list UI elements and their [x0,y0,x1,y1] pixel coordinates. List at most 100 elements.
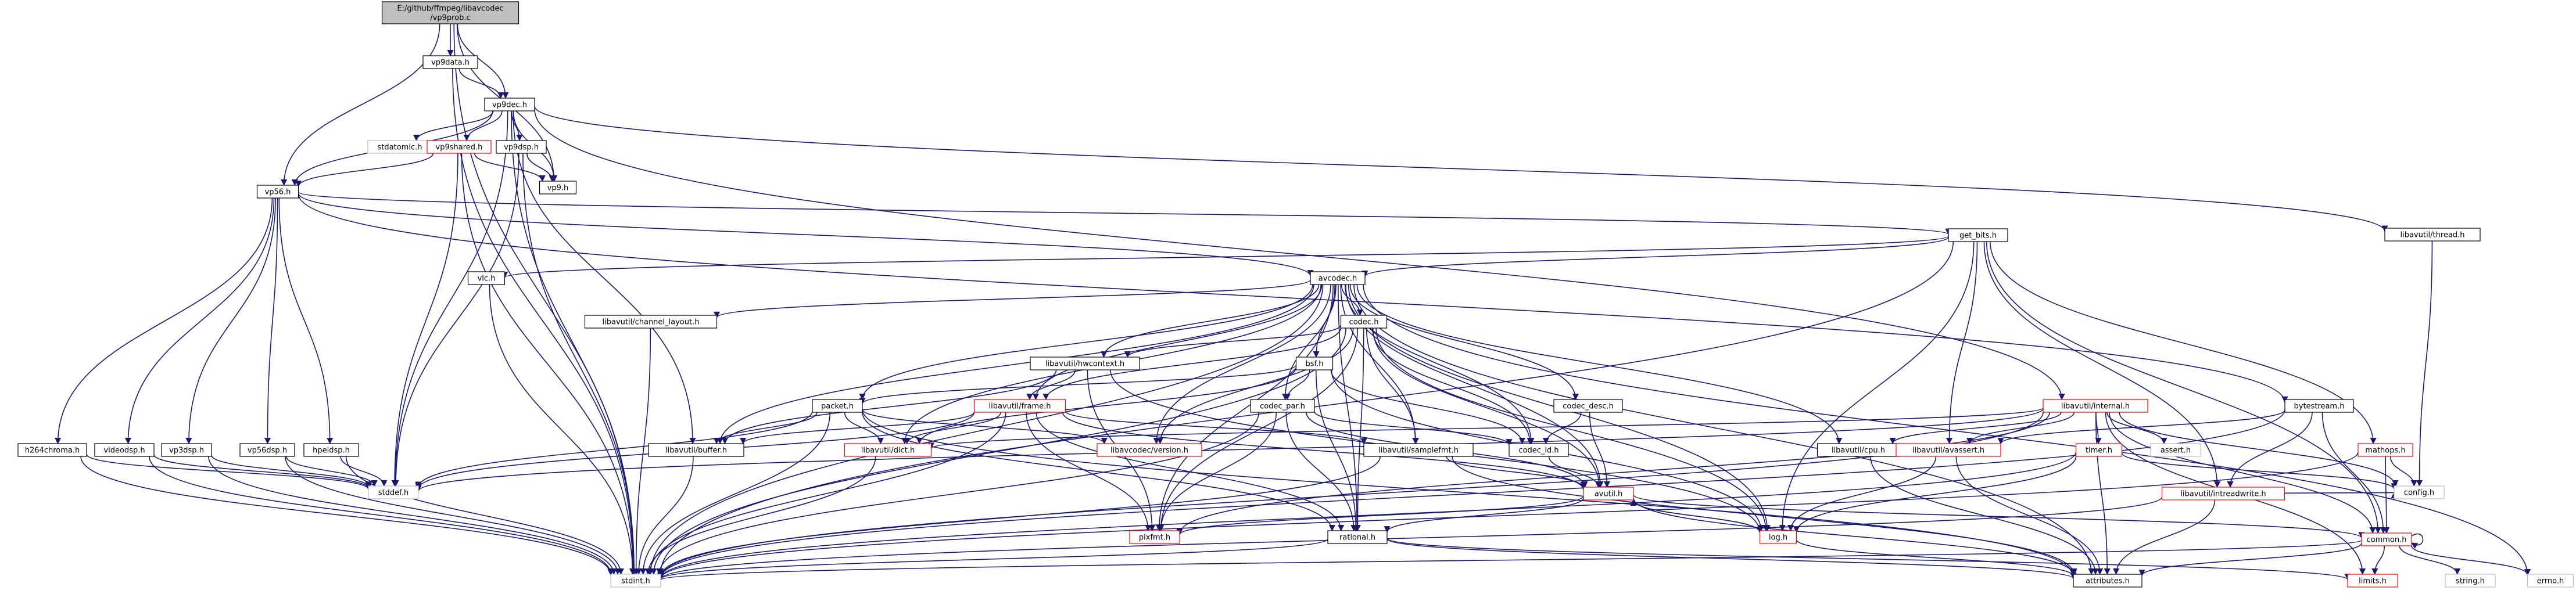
node-hwcontext-h[interactable]: libavutil/hwcontext.h [1030,357,1140,370]
edge-vp9shared_h-to-stddef_h [391,153,458,487]
edge-bytestream_h-to-intreadwrite_h [2227,412,2313,488]
edge-vp56_h-to-avcodec_h [298,193,1314,277]
node-cpu-h[interactable]: libavutil/cpu.h [1817,443,1900,457]
node-limits-h[interactable]: limits.h [2347,574,2398,588]
edge-avcodec_h-to-attributes_h [1353,284,2095,575]
node-vp9data-h[interactable]: vp9data.h [422,55,478,69]
node-label: get_bits.h [1959,232,1997,240]
node-codec-h[interactable]: codec.h [1340,315,1388,329]
node-mathops-h[interactable]: mathops.h [2358,443,2413,457]
node-buffer-h[interactable]: libavutil/buffer.h [648,443,744,457]
edge-log_h-to-avutil_h [1630,499,1761,533]
node-vp9shared-h[interactable]: vp9shared.h [427,140,492,154]
edge-timer_h-to-config_h [2121,452,2398,490]
node-version-h[interactable]: libavcodec/version.h [1097,443,1202,457]
node-root[interactable]: E:/github/ffmpeg/libavcodec/vp9prob.c [381,1,520,24]
edge-internal_h-to-common_h [2109,412,2376,534]
node-box [2161,487,2285,501]
edge-vp3dsp_h-to-stddef_h [211,455,372,488]
node-box [610,574,661,588]
node-videodsp-h[interactable]: videodsp.h [94,443,155,457]
node-box [2284,399,2354,413]
node-errno-h[interactable]: errno.h [2527,574,2574,588]
node-avcodec-h[interactable]: avcodec.h [1310,271,1366,285]
edge-vp56_h-to-bytestream_h [298,193,2288,403]
node-label: libavutil/hwcontext.h [1045,360,1124,369]
node-avutil-h[interactable]: avutil.h [1583,487,1634,501]
node-label: libavutil/buffer.h [665,447,727,455]
node-common-h[interactable]: common.h [2361,532,2412,546]
edge-timer_h-to-log_h [1793,456,2077,533]
node-rational-h[interactable]: rational.h [1327,530,1388,544]
node-box [2347,574,2398,588]
node-label: libavutil/intreadwrite.h [2180,490,2266,499]
edge-internal_h-to-avassert_h [1966,412,2075,445]
node-attributes-h[interactable]: attributes.h [2073,574,2143,588]
node-internal-h[interactable]: libavutil/internal.h [2043,399,2148,413]
node-box [1129,530,1180,544]
node-pixfmt-h[interactable]: pixfmt.h [1129,530,1180,544]
node-avassert-h[interactable]: libavutil/avassert.h [1896,443,2001,457]
node-dict-h[interactable]: libavutil/dict.h [844,443,932,457]
node-vp9-h[interactable]: vp9.h [539,181,577,195]
node-frame-h[interactable]: libavutil/frame.h [973,399,1066,413]
node-vp9dsp-h[interactable]: vp9dsp.h [496,140,547,154]
node-intreadwrite-h[interactable]: libavutil/intreadwrite.h [2161,487,2285,501]
node-label: libavutil/samplefmt.h [1378,447,1459,455]
node-box [17,443,87,457]
node-vp3dsp-h[interactable]: vp3dsp.h [161,443,212,457]
node-stddef-h[interactable]: stddef.h [368,485,419,499]
node-label: avutil.h [1595,490,1623,499]
node-bsf-h[interactable]: bsf.h [1295,357,1334,370]
node-hpeldsp-h[interactable]: hpeldsp.h [303,443,359,457]
node-codec-par-h[interactable]: codec_par.h [1250,399,1315,413]
edge-codec_h-to-pixfmt_h [1158,327,1359,532]
node-stdatomic-h[interactable]: stdatomic.h [367,140,432,154]
node-bytestream-h[interactable]: bytestream.h [2284,399,2354,413]
node-box [973,399,1066,413]
node-label: timer.h [2086,447,2112,455]
node-box [844,443,932,457]
node-codec-id-h[interactable]: codec_id.h [1509,443,1569,457]
node-label: common.h [2367,536,2407,545]
edge-avcodec_h-to-samplefmt_h [1340,284,1419,445]
edge-internal_h-to-pixfmt_h [1176,412,2050,535]
edge-vp56_h-to-videodsp_h [124,197,275,445]
node-config-h[interactable]: config.h [2394,485,2445,499]
node-timer-h[interactable]: timer.h [2075,443,2123,457]
node-label: errno.h [2537,577,2564,586]
node-codec-desc-h[interactable]: codec_desc.h [1553,399,1623,413]
node-assert-h[interactable]: assert.h [2150,443,2201,457]
node-thread-h[interactable]: libavutil/thread.h [2384,228,2481,242]
edge-vp56dsp_h-to-stdint_h [285,456,621,575]
node-box [2150,443,2201,457]
edge-intreadwrite_h-to-stdint_h [657,496,2163,580]
node-label: stddef.h [378,489,409,498]
edge-codec_par_h-to-rational_h [1285,412,1357,532]
node-stdint-h[interactable]: stdint.h [610,574,661,588]
node-vp56dsp-h[interactable]: vp56dsp.h [239,443,295,457]
edge-avcodec_h-to-buffer_h [716,284,1314,445]
node-packet-h[interactable]: packet.h [812,399,863,413]
node-string-h[interactable]: string.h [2445,574,2496,588]
edge-codec_desc_h-to-avutil_h [1589,412,1611,488]
node-label: libavutil/thread.h [2400,231,2464,240]
node-box [812,399,863,413]
node-samplefmt-h[interactable]: libavutil/samplefmt.h [1363,443,1474,457]
node-h264chroma-h[interactable]: h264chroma.h [17,443,87,457]
node-label: libavutil/dict.h [861,447,915,455]
edge-frame_h-to-rational_h [1036,412,1345,532]
edge-packet_h-to-buffer_h [713,412,818,445]
node-label: codec_id.h [1518,447,1559,455]
node-channel-layout-h[interactable]: libavutil/channel_layout.h [584,315,718,329]
node-vp56-h[interactable]: vp56.h [256,185,299,199]
node-box [2384,228,2481,242]
node-vlc-h[interactable]: vlc.h [467,271,506,285]
node-get-bits-h[interactable]: get_bits.h [1948,228,2008,242]
node-box [1553,399,1623,413]
edge-hpeldsp_h-to-stddef_h [340,456,388,487]
node-log-h[interactable]: log.h [1759,530,1797,544]
node-box [539,181,577,195]
node-vp9dec-h[interactable]: vp9dec.h [484,98,535,111]
